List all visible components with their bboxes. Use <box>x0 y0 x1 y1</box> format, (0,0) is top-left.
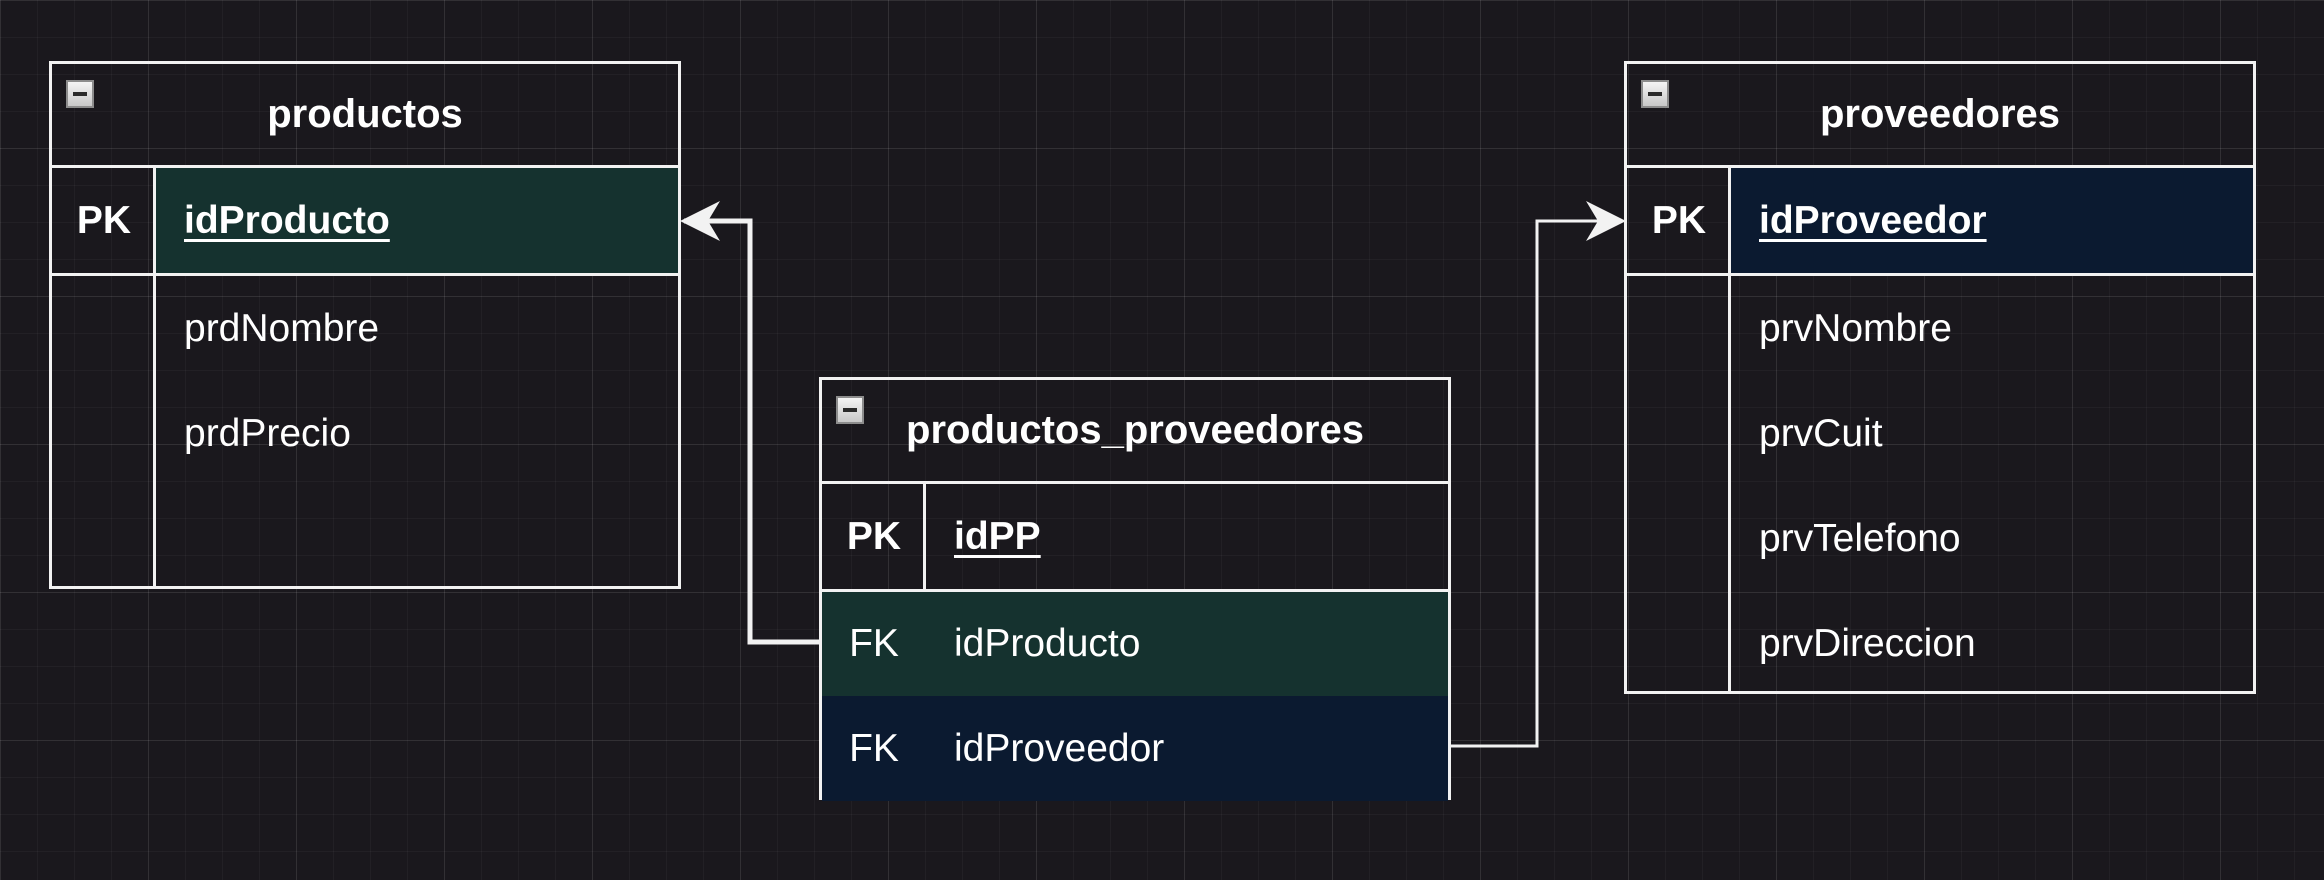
pk-field: idPP <box>954 514 1041 558</box>
row-highlight <box>156 168 678 273</box>
entity-title: productos <box>267 92 463 136</box>
entity-productos-proveedores[interactable]: productos_proveedores PK idPP FK idProdu… <box>819 377 1451 801</box>
entity-proveedores[interactable]: proveedores PK idProveedor prvNombre prv… <box>1624 61 2256 694</box>
pk-row-idPP[interactable]: PK idPP <box>822 484 1448 592</box>
fk-label: FK <box>849 622 899 665</box>
pk-row-idProducto[interactable]: PK idProducto <box>52 168 678 276</box>
fk-row-idProducto[interactable]: FK idProducto <box>822 592 1448 696</box>
collapse-icon[interactable] <box>1641 80 1669 108</box>
fk-field: idProducto <box>954 622 1141 665</box>
relation-line-proveedor[interactable] <box>1450 201 1626 748</box>
field-row[interactable]: prvCuit <box>1627 381 2253 486</box>
key-column-divider <box>153 168 156 586</box>
relation-line-producto[interactable] <box>680 201 820 645</box>
entity-header[interactable]: proveedores <box>1627 64 2253 168</box>
fk-label: FK <box>849 726 899 770</box>
field-name: prvNombre <box>1759 306 1952 350</box>
field-name: prdPrecio <box>184 411 351 455</box>
entity-productos[interactable]: productos PK idProducto prdNombre prdPre… <box>49 61 681 589</box>
pk-label: PK <box>76 198 132 242</box>
field-name: prvTelefono <box>1759 516 1961 560</box>
key-column-divider <box>1728 168 1731 691</box>
pk-label: PK <box>1651 198 1707 242</box>
field-row[interactable]: prdNombre <box>52 276 678 381</box>
field-row[interactable]: prvNombre <box>1627 276 2253 381</box>
key-column-divider <box>923 484 926 590</box>
field-row[interactable]: prvDireccion <box>1627 591 2253 696</box>
fk-row-idProveedor[interactable]: FK idProveedor <box>822 696 1448 801</box>
pk-field: idProveedor <box>1759 198 1987 242</box>
entity-title: productos_proveedores <box>906 408 1364 452</box>
field-name: prvCuit <box>1759 411 1883 455</box>
collapse-icon[interactable] <box>836 396 864 424</box>
entity-header[interactable]: productos <box>52 64 678 168</box>
fk-field: idProveedor <box>954 726 1165 770</box>
collapse-icon[interactable] <box>66 80 94 108</box>
entity-header[interactable]: productos_proveedores <box>822 380 1448 484</box>
field-row[interactable]: prdPrecio <box>52 381 678 486</box>
field-name: prvDireccion <box>1759 621 1976 665</box>
pk-label: PK <box>846 514 902 558</box>
field-row[interactable]: prvTelefono <box>1627 486 2253 591</box>
entity-title: proveedores <box>1819 92 2061 136</box>
pk-field: idProducto <box>184 198 390 242</box>
field-name: prdNombre <box>184 306 380 350</box>
row-highlight <box>1731 168 2253 273</box>
pk-row-idProveedor[interactable]: PK idProveedor <box>1627 168 2253 276</box>
field-row[interactable] <box>52 486 678 591</box>
